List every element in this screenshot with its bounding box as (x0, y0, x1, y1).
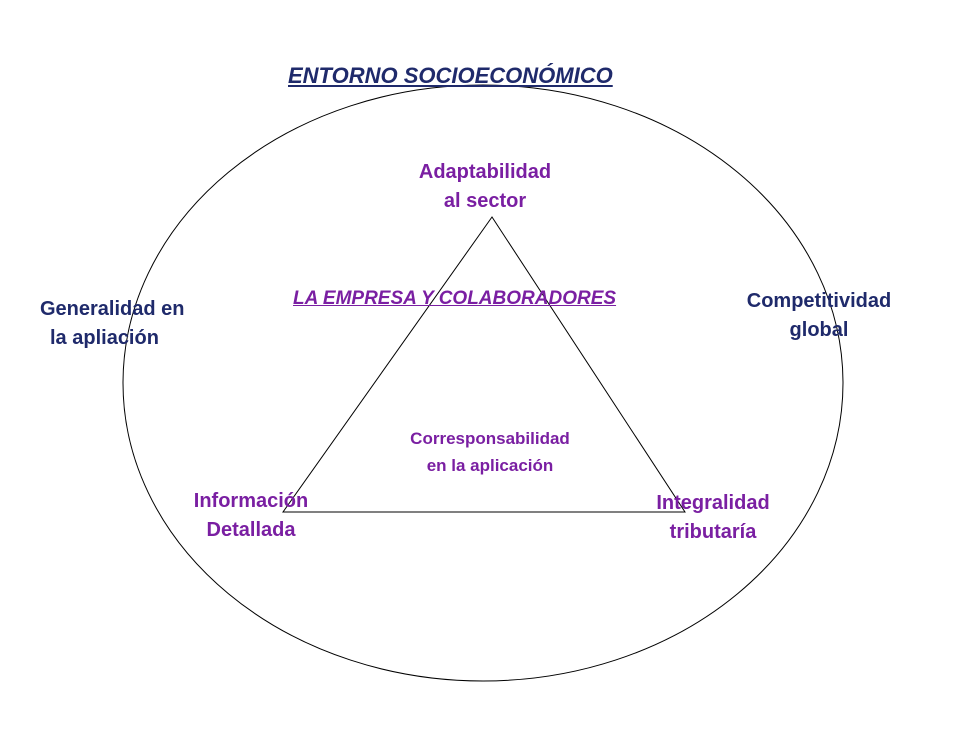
center-line2: en la aplicación (426, 456, 554, 476)
center-line1: Corresponsabilidad (410, 429, 570, 448)
outer-left-line2: la apliación (50, 327, 159, 349)
right-vertex-label: Integralidad tributaría (638, 489, 788, 547)
left-vertex-line2: Detallada (206, 519, 296, 541)
diagram-title: ENTORNO SOCIOECONÓMICO (288, 63, 613, 88)
right-vertex-line2: tributaría (669, 521, 757, 543)
top-vertex-line1: Adaptabilidad (418, 161, 552, 183)
top-vertex-label: Adaptabilidad al sector (400, 158, 570, 216)
outer-ellipse (122, 84, 844, 682)
right-vertex-line1: Integralidad (656, 492, 770, 514)
inner-title: LA EMPRESA Y COLABORADORES (293, 288, 617, 309)
left-vertex-line1: Información (193, 490, 309, 512)
outer-left-label: Generalidad en la apliación (40, 295, 215, 353)
inner-triangle (282, 216, 686, 513)
left-vertex-label: Información Detallada (180, 487, 322, 545)
center-label: Corresponsabilidad en la aplicación (385, 425, 595, 479)
outer-right-label: Competitividad global (730, 287, 908, 345)
top-vertex-line2: al sector (443, 190, 527, 212)
outer-right-line2: global (789, 319, 849, 341)
outer-right-line1: Competitividad (746, 290, 892, 312)
outer-left-line1: Generalidad en (40, 298, 185, 320)
